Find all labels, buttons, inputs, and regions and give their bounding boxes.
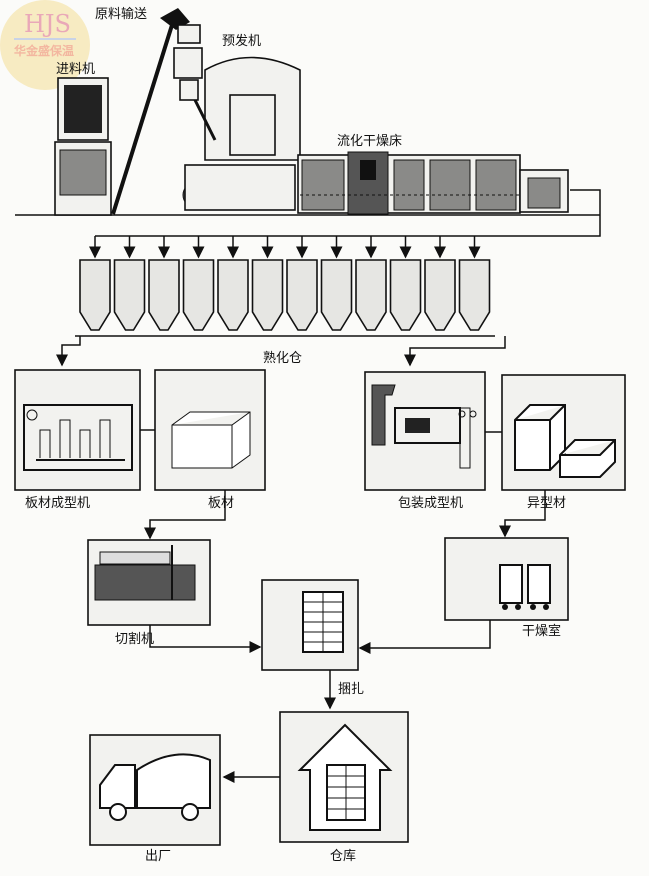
- board-product: [154, 369, 266, 491]
- label-shipping: 出厂: [145, 849, 171, 864]
- silo: [217, 259, 249, 331]
- logo-mark: HJS: [24, 10, 71, 38]
- label-bundling: 捆扎: [338, 682, 364, 697]
- feeder-machine: [54, 77, 112, 216]
- aging-silos: [79, 259, 491, 331]
- delivery-truck: [89, 734, 221, 846]
- label-warehouse: 仓库: [330, 848, 356, 864]
- label-shaped-parts: 异型材: [527, 496, 566, 511]
- silo: [113, 259, 146, 331]
- drying-room: [444, 537, 569, 621]
- silo: [320, 259, 353, 331]
- silo: [79, 259, 111, 331]
- silo: [355, 259, 387, 331]
- silo: [458, 259, 491, 331]
- label-packaging-molding-machine: 包装成型机: [398, 496, 463, 511]
- label-board-molding-machine: 板材成型机: [25, 496, 90, 511]
- label-raw-material-conveying: 原料输送: [95, 6, 147, 22]
- bundling-station: [261, 579, 359, 671]
- silo: [148, 259, 180, 331]
- packaging-molding-machine: [364, 371, 486, 491]
- label-pre-expander: 预发机: [222, 33, 261, 49]
- silo: [389, 259, 422, 331]
- silo: [424, 259, 456, 331]
- warehouse: [279, 711, 409, 843]
- cutting-machine: [87, 539, 211, 626]
- shaped-parts-product: [501, 374, 626, 491]
- top-production-line: 原料输送 预发机 进料机 流化干燥床: [15, 6, 600, 216]
- label-cutting-machine: 切割机: [115, 631, 154, 647]
- silo: [286, 259, 318, 331]
- board-molding-machine: [14, 369, 141, 491]
- label-board: 板材: [208, 496, 234, 511]
- silo-feed-lines: [89, 189, 601, 259]
- logo-watermark: HJS 华金盛保温: [0, 0, 90, 90]
- fluidized-dryer-bed: [297, 151, 569, 215]
- silo: [182, 259, 215, 331]
- pre-expander-machine: [173, 24, 301, 211]
- silo: [251, 259, 284, 331]
- label-drying-room: 干燥室: [522, 623, 561, 639]
- label-aging-silo: 熟化仓: [263, 350, 302, 366]
- label-fluidized-dryer: 流化干燥床: [337, 134, 402, 149]
- logo-brand: 华金盛保温: [14, 43, 74, 58]
- label-feeder: 进料机: [56, 62, 95, 77]
